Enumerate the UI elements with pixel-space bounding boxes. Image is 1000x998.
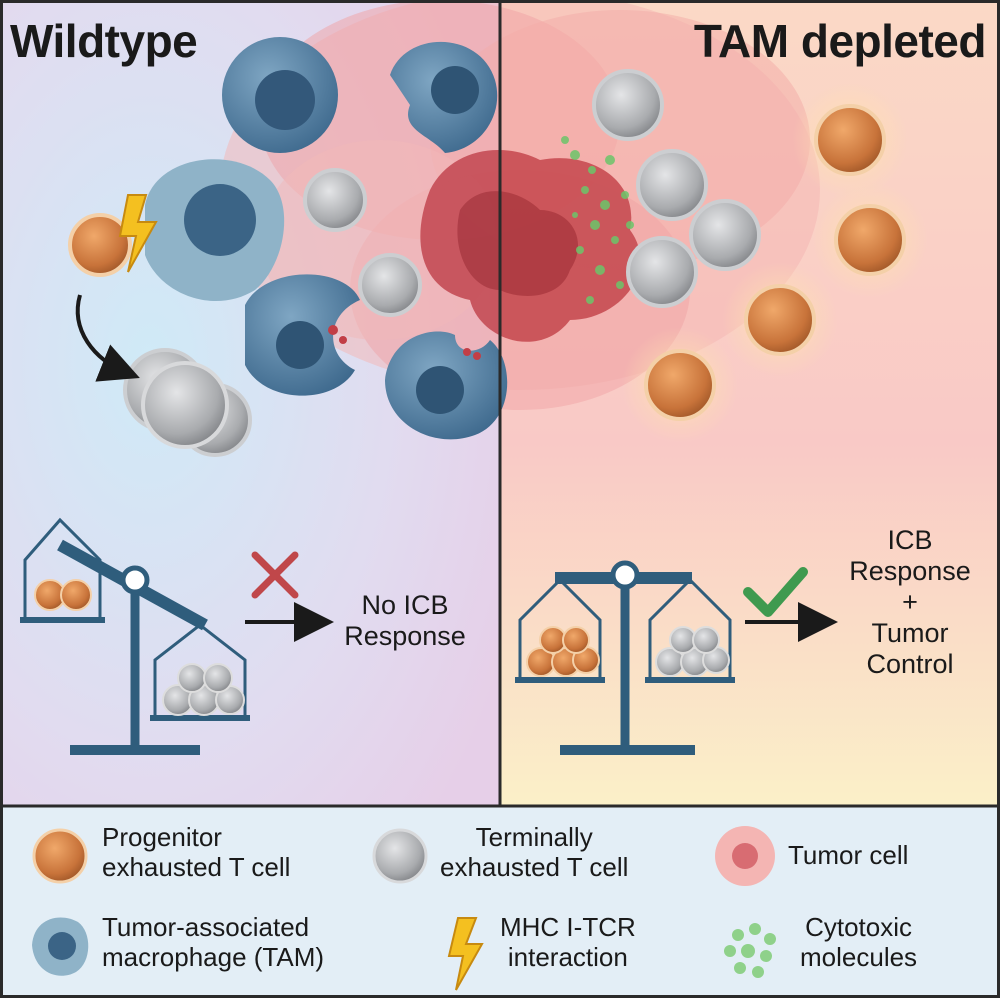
legend-tumor-label: Tumor cell <box>788 840 908 870</box>
progenitor-t-cells <box>68 82 928 443</box>
left-outcome-line: No ICB <box>361 590 449 620</box>
legend-line: Tumor cell <box>788 840 909 870</box>
right-outcome-line: Tumor <box>871 618 949 648</box>
left-balance-scale <box>20 517 250 755</box>
left-outcome-line: Response <box>344 621 466 651</box>
lightning-icon <box>118 194 158 273</box>
legend-line: Cytotoxic <box>805 912 912 942</box>
legend-line: exhausted T cell <box>102 852 291 882</box>
right-balance-cells <box>526 626 730 677</box>
right-outcome-line: Response <box>849 556 971 586</box>
wildtype-title: Wildtype <box>10 15 198 67</box>
right-outcome-text: ICB Response + Tumor Control <box>825 525 995 680</box>
legend-lightning-icon <box>447 917 484 991</box>
legend-terminal-label: Terminally exhausted T cell <box>440 822 628 882</box>
check-icon <box>743 567 808 617</box>
right-outcome-line: ICB <box>887 525 933 555</box>
legend-line: Tumor-associated <box>102 912 310 942</box>
tam-depleted-title: TAM depleted <box>693 15 987 67</box>
terminal-t-cells <box>123 69 761 457</box>
right-outcome-line: + <box>902 587 918 617</box>
legend-terminal-icon <box>372 828 428 884</box>
legend-progenitor-label: Progenitor exhausted T cell <box>102 822 290 882</box>
differentiation-arrow <box>75 294 140 382</box>
right-balance-scale <box>515 560 735 755</box>
legend-panel-bg <box>0 806 1000 998</box>
legend-line: Progenitor <box>102 822 222 852</box>
legend-line: Terminally <box>475 822 593 852</box>
legend-tam-icon <box>32 917 89 976</box>
left-outcome-text: No ICB Response <box>320 590 490 652</box>
legend-cytotoxic-icon <box>724 923 776 978</box>
cross-icon <box>251 551 299 599</box>
legend-mhc-label: MHC I-TCR interaction <box>500 912 636 972</box>
legend-cytotoxic-label: Cytotoxic molecules <box>800 912 917 972</box>
legend-line: molecules <box>800 942 918 972</box>
legend-tumor-icon <box>715 826 775 886</box>
tam-cells <box>145 37 508 440</box>
left-balance-cells <box>34 579 245 716</box>
legend-line: MHC I-TCR <box>500 912 636 942</box>
legend-line: interaction <box>507 942 628 972</box>
legend-tam-label: Tumor-associated macrophage (TAM) <box>102 912 324 972</box>
legend-progenitor-icon <box>32 828 88 884</box>
cytotoxic-dots <box>561 136 634 304</box>
legend-line: exhausted T cell <box>440 852 629 882</box>
legend-line: macrophage (TAM) <box>102 942 325 972</box>
right-outcome-line: Control <box>866 649 954 679</box>
